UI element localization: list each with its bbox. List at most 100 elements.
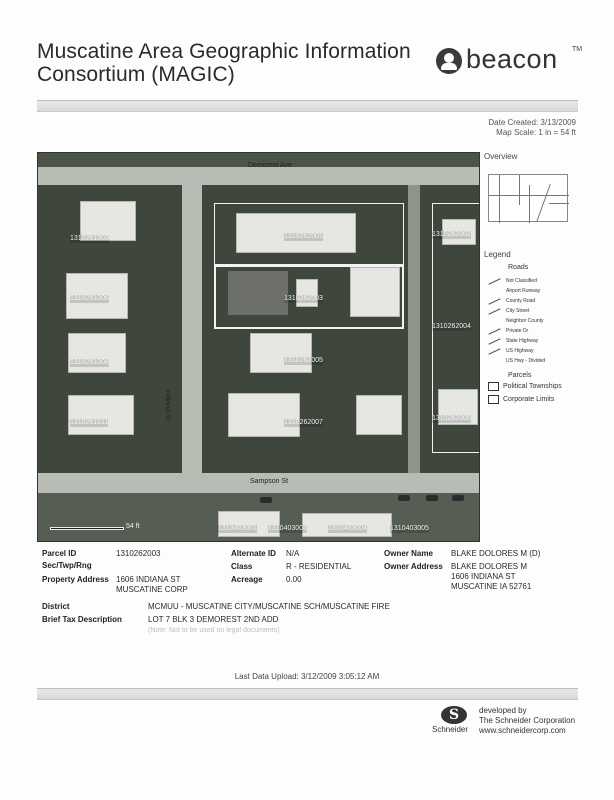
property-address-label: Property Address — [42, 575, 109, 584]
legend-road-label: County Road — [506, 298, 536, 304]
parcel-label[interactable]: 1310261011 — [70, 419, 109, 427]
parcel-outline — [214, 203, 404, 265]
legend-road-item: Not Classified — [488, 278, 537, 284]
parcel-label[interactable]: 1310262006 — [432, 415, 471, 423]
schneider-logo-icon: S — [441, 706, 467, 724]
house — [356, 395, 402, 435]
house — [66, 273, 128, 319]
legend-road-item: US Hwy - Divided — [488, 358, 545, 364]
parcel-label[interactable]: 1310403003 — [268, 525, 307, 533]
beacon-logo-tm: TM — [572, 46, 583, 53]
street-label-sampson: Sampson St — [250, 478, 289, 485]
parcel-label[interactable]: 1310261003 — [70, 235, 109, 243]
page-title: Muscatine Area Geographic Information Co… — [37, 40, 411, 86]
map-scalebar — [50, 527, 124, 530]
alley — [408, 185, 420, 473]
header-divider-bar — [37, 100, 578, 112]
legend-road-label: Not Classified — [506, 278, 537, 284]
date-created: Date Created: 3/13/2009 — [488, 118, 576, 127]
last-data-upload: Last Data Upload: 3/12/2009 3:05:12 AM — [234, 672, 380, 681]
legend-road-label: Airport Runway — [506, 288, 541, 294]
legend-blank-icon — [488, 288, 502, 294]
parcel-label[interactable]: 1310261006 — [70, 295, 109, 303]
road-demorest — [38, 167, 479, 185]
owner-name-label: Owner Name — [384, 549, 433, 558]
brief-tax-value: LOT 7 BLK 3 DEMOREST 2ND ADD — [148, 615, 279, 624]
legend-line-icon — [488, 278, 502, 284]
class-value: R - RESIDENTIAL — [286, 562, 352, 571]
beacon-logo-text: beacon — [466, 44, 558, 74]
title-line-2: Consortium (MAGIC) — [37, 63, 235, 86]
legend-box-icon — [488, 395, 499, 404]
legend-box-icon — [488, 382, 499, 391]
car — [398, 495, 410, 501]
parcel-label[interactable]: 1310403004 — [328, 525, 367, 533]
parcel-label-selected[interactable]: 1310262003 — [284, 295, 323, 303]
parcel-id-label: Parcel ID — [42, 549, 77, 558]
footer-divider-bar — [37, 688, 578, 700]
developed-by: developed by — [479, 706, 527, 715]
legend-road-item: County Road — [488, 298, 535, 304]
legend-road-label: State Highway — [506, 338, 539, 344]
legend-box-label: Political Townships — [503, 383, 562, 390]
street-label-indiana: Indiana St — [164, 389, 171, 421]
title-line-1: Muscatine Area Geographic Information — [37, 40, 411, 63]
road-sampson — [38, 473, 479, 493]
house-roof — [228, 271, 288, 315]
house — [68, 395, 134, 435]
schneider-logo-mark: S — [448, 707, 460, 723]
overview-title: Overview — [484, 152, 518, 161]
car — [260, 497, 272, 503]
parcel-label[interactable]: 1310403005 — [390, 525, 429, 533]
house — [442, 219, 476, 245]
house — [228, 393, 300, 437]
overview-map[interactable] — [488, 174, 569, 223]
legend-road-label: Private Dr — [506, 328, 529, 334]
legend-line-icon — [488, 308, 502, 314]
schneider-logo-text: Schneider — [432, 725, 469, 734]
legend-line-icon — [488, 338, 502, 344]
company-website-link[interactable]: www.schneidercorp.com — [479, 726, 566, 735]
legend-title: Legend — [484, 250, 511, 259]
legend-road-item: Airport Runway — [488, 288, 540, 294]
beacon-logo-icon — [436, 48, 462, 74]
legend-road-item: US Highway — [488, 348, 534, 354]
legend-box-item: Corporate Limits — [488, 395, 554, 404]
house — [236, 213, 356, 253]
house — [250, 333, 312, 373]
legend-box-label: Corporate Limits — [503, 396, 555, 403]
parcel-label[interactable]: 1310262005 — [284, 357, 323, 365]
parcel-label[interactable]: 1310262004 — [432, 323, 471, 331]
car — [452, 495, 464, 501]
overview-boundary — [549, 203, 569, 204]
parcel-label[interactable]: 1310261008 — [70, 359, 109, 367]
district-label: District — [42, 602, 70, 611]
class-label: Class — [231, 562, 253, 571]
parcel-label[interactable]: 1310262002 — [432, 231, 471, 239]
aerial-map[interactable]: Demorest Ave Indiana St Sampson St 13102… — [37, 152, 480, 542]
acreage-label: Acreage — [231, 575, 263, 584]
owner-address-label: Owner Address — [384, 562, 443, 571]
legend-road-item: State Highway — [488, 338, 538, 344]
parcel-label[interactable]: 1310262001 — [284, 233, 323, 241]
car — [426, 495, 438, 501]
overview-boundary — [529, 185, 530, 223]
property-address-line1: 1606 INDIANA ST — [116, 575, 181, 584]
legend-road-item: City Street — [488, 308, 529, 314]
beacon-logo: beacon TM — [436, 44, 586, 78]
parcel-outline — [432, 203, 479, 453]
house — [218, 511, 280, 537]
parcel-label[interactable]: 1310262007 — [284, 419, 323, 427]
legend-road-label: Neighbor County — [506, 318, 544, 324]
brief-tax-label: Brief Tax Description — [42, 615, 122, 624]
parcel-label[interactable]: 1310403001 — [218, 525, 257, 533]
house — [350, 267, 400, 317]
overview-boundary — [499, 175, 500, 223]
brief-tax-note: (Note: Not to be used on legal documents… — [148, 627, 280, 634]
legend-blank-icon — [488, 318, 502, 324]
legend-parcels-head: Parcels — [508, 372, 532, 379]
overview-boundary — [519, 175, 520, 205]
parcel-outline-selected — [214, 265, 404, 329]
legend-road-item: Private Dr — [488, 328, 528, 334]
property-address-line2: MUSCATINE CORP — [116, 585, 188, 594]
